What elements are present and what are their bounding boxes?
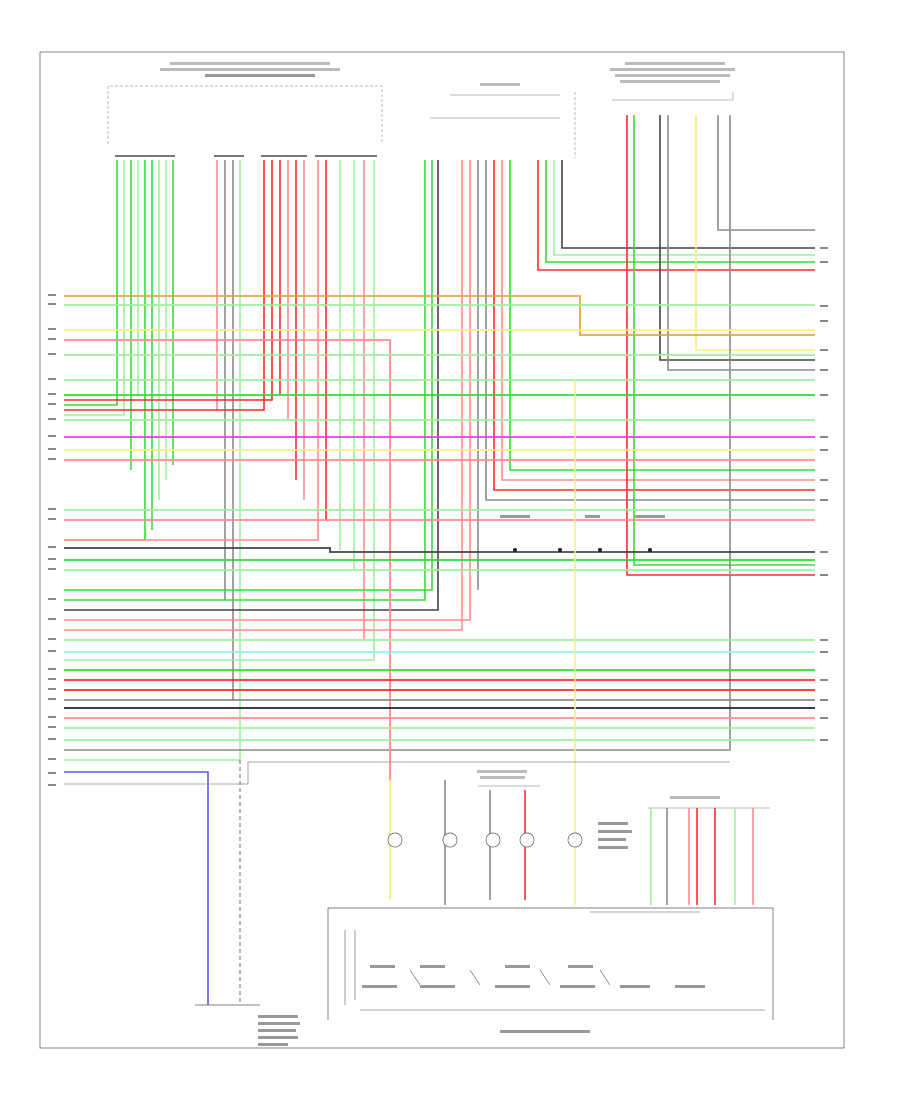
bottom-switch-module bbox=[327, 907, 774, 1033]
right-connector bbox=[648, 796, 770, 905]
top-center-connector bbox=[430, 83, 576, 158]
top-right-unit bbox=[610, 62, 735, 101]
lower-connector bbox=[387, 380, 632, 905]
top-left-pins bbox=[115, 155, 377, 157]
splice-points bbox=[513, 548, 652, 552]
top-left-unit bbox=[107, 62, 383, 144]
horizontal-wires bbox=[64, 295, 815, 780]
vertical-wires-right bbox=[64, 115, 815, 751]
left-pin-ticks bbox=[48, 294, 56, 786]
right-pin-ticks bbox=[820, 247, 828, 741]
bottom-left-component bbox=[64, 760, 730, 1046]
vertical-wires-center bbox=[64, 160, 815, 631]
splice-labels bbox=[500, 515, 665, 518]
diagram-frame bbox=[39, 51, 845, 1049]
